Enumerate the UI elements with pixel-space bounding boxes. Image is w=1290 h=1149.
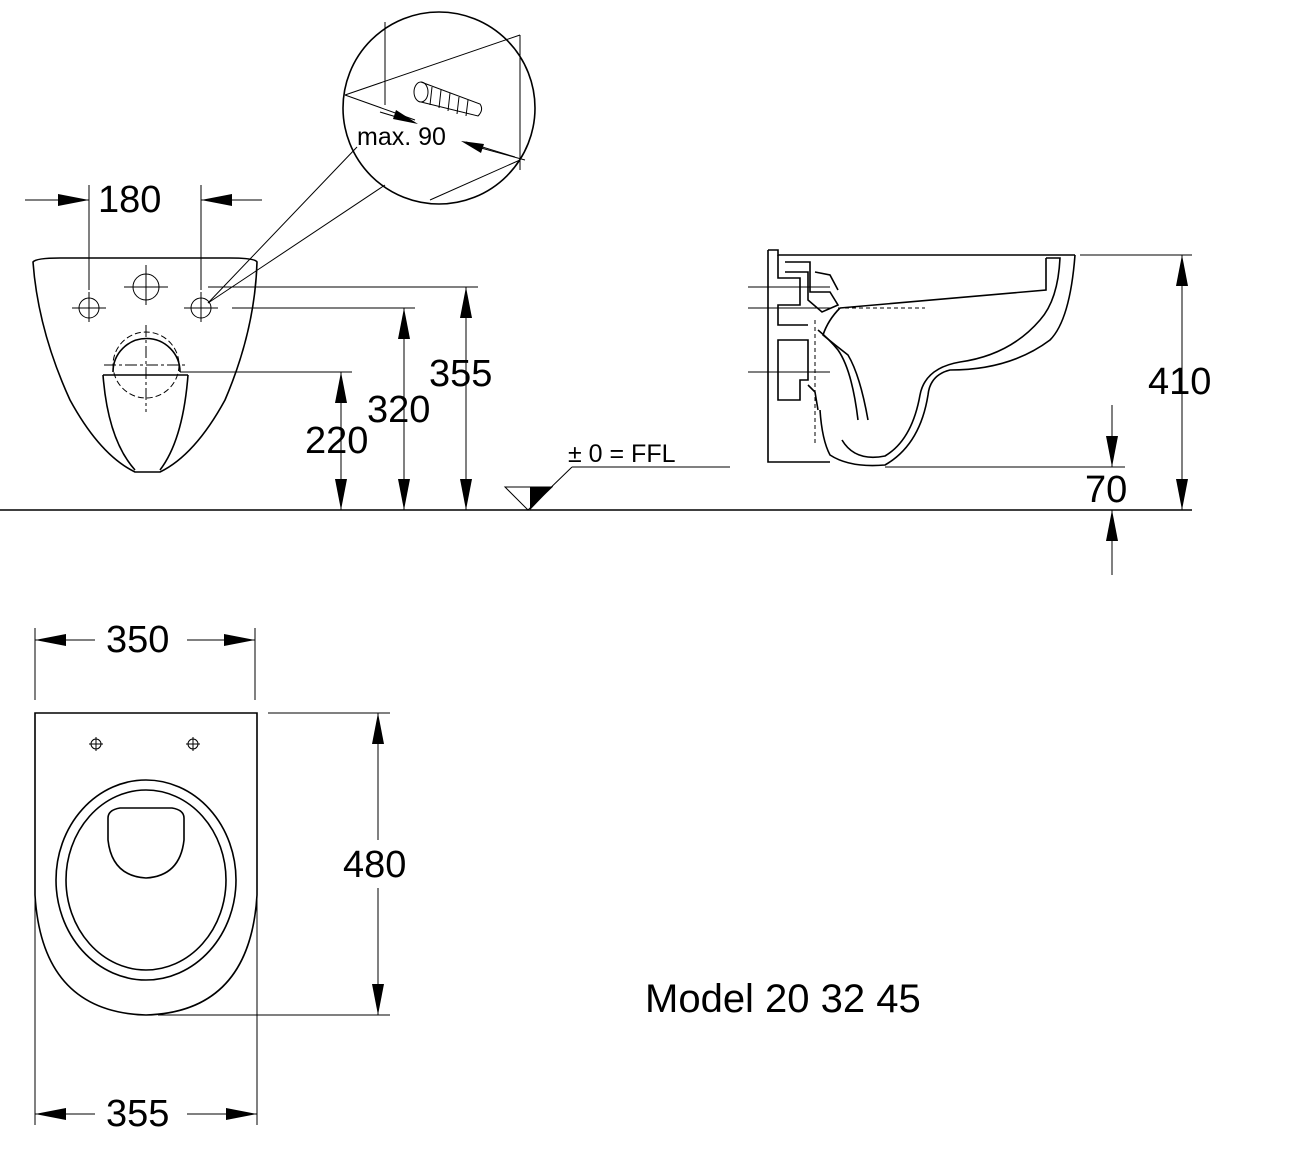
height-drain-dimension: 320 [367, 389, 430, 431]
floor-clearance-dimension: 70 [1085, 469, 1127, 511]
side-view: 410 70 [748, 249, 1211, 575]
depth-dimension: 480 [343, 844, 406, 886]
overall-height-dimension: 410 [1148, 361, 1211, 403]
front-view: 180 355 320 220 [25, 179, 492, 511]
model-label: Model 20 32 45 [645, 977, 921, 1021]
floor-level-marker: ± 0 = FFL [503, 440, 730, 511]
top-width-dimension: 350 [106, 619, 169, 661]
bottom-width-dimension: 355 [106, 1093, 169, 1135]
height-bowl-bottom-dimension: 220 [305, 420, 368, 462]
top-view: 350 480 355 [34, 619, 406, 1135]
fixing-spacing-dimension: 180 [98, 179, 161, 221]
bolt-detail-callout: max. 90 [207, 11, 536, 304]
bolt-projection-label: max. 90 [357, 123, 446, 151]
floor-level-label: ± 0 = FFL [568, 440, 676, 468]
height-fixing-bolts-dimension: 355 [429, 353, 492, 395]
